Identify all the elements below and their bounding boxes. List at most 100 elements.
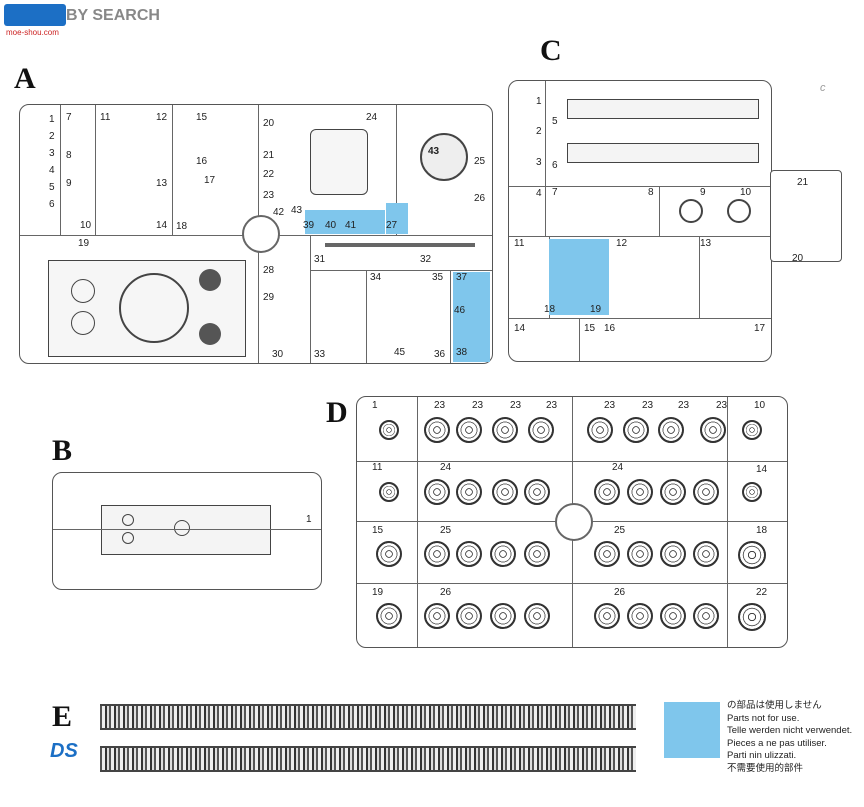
part-number: 46 — [454, 305, 466, 316]
part-number: 1 — [306, 514, 312, 525]
part-number: 26 — [614, 587, 626, 598]
part-number: 43 — [428, 146, 440, 157]
fender-part-5 — [567, 99, 759, 119]
sprue-d-divider — [727, 397, 728, 647]
sprue-c-letter: C — [540, 34, 562, 67]
part-number: 13 — [156, 178, 168, 189]
gun-barrel — [325, 243, 475, 247]
sprocket-wheel — [738, 603, 766, 631]
sprue-a-divider — [172, 105, 173, 235]
sprue-a-divider — [450, 270, 451, 363]
hull-drawing — [48, 260, 246, 357]
sprue-a-divider — [95, 105, 96, 235]
sprue-c-divider — [509, 236, 771, 237]
sprue-a-gate — [242, 215, 280, 253]
part-number: 28 — [263, 265, 275, 276]
part-number: 27 — [386, 220, 398, 231]
part-number: 38 — [456, 347, 468, 358]
part-number: 21 — [797, 177, 809, 188]
road-wheel — [594, 603, 620, 629]
part-number: 14 — [514, 323, 526, 334]
sprocket-wheel — [738, 541, 766, 569]
sprue-d-letter: D — [326, 396, 348, 429]
hull-hatch — [71, 279, 95, 303]
part-number: 45 — [394, 347, 406, 358]
part-number: 25 — [614, 525, 626, 536]
part-number: 7 — [552, 187, 558, 198]
part-number: 16 — [604, 323, 616, 334]
road-wheel — [742, 482, 762, 502]
sprue-c-divider — [659, 186, 660, 236]
road-wheel — [456, 479, 482, 505]
part-number: 23 — [546, 400, 558, 411]
legend-swatch — [664, 702, 720, 758]
part-number: 18 — [176, 221, 188, 232]
unused-part-27 — [386, 203, 408, 234]
fender-part-6 — [567, 143, 759, 163]
sprue-b-letter: B — [52, 434, 73, 467]
road-wheel — [492, 479, 518, 505]
road-wheel — [490, 603, 516, 629]
ds-logo: DS — [50, 740, 78, 762]
part-number: 5 — [552, 116, 558, 127]
turret-roof-part — [420, 133, 468, 181]
sprue-c-divider — [509, 318, 771, 319]
part-number: 14 — [156, 220, 168, 231]
hull-hatch — [71, 311, 95, 335]
road-wheel — [627, 541, 653, 567]
part-number: 23 — [263, 190, 275, 201]
part-number: 15 — [372, 525, 384, 536]
sprue-a-letter: A — [14, 62, 36, 95]
part-number: 9 — [700, 187, 706, 198]
road-wheel — [594, 479, 620, 505]
part-number: 3 — [49, 148, 55, 159]
road-wheel — [660, 479, 686, 505]
part-number: 25 — [440, 525, 452, 536]
legend-line: 不需要使用的部件 — [727, 763, 804, 774]
unused-parts-18-19 — [549, 239, 609, 315]
sprue-b-frame — [52, 472, 322, 590]
part-number: 22 — [756, 587, 768, 598]
part-number: 29 — [263, 292, 275, 303]
c-corner-mark: c — [820, 82, 826, 94]
sprue-c-divider — [699, 236, 700, 318]
legend: の部品は使用しません Parts not for use. Telle werd… — [727, 700, 862, 780]
sprue-a-divider — [366, 270, 367, 363]
part-number: 22 — [263, 169, 275, 180]
engine-fan — [199, 323, 221, 345]
part-number: 10 — [80, 220, 92, 231]
road-wheel — [379, 420, 399, 440]
part-number: 15 — [584, 323, 596, 334]
ring-part-10 — [727, 199, 751, 223]
part-number: 17 — [754, 323, 766, 334]
part-number: 43 — [291, 205, 303, 216]
part-number: 1 — [49, 114, 55, 125]
road-wheel — [492, 417, 518, 443]
sprue-c-divider — [579, 318, 580, 361]
turret-part — [310, 129, 368, 195]
part-number: 12 — [156, 112, 168, 123]
part-number: 6 — [552, 160, 558, 171]
legend-line: Pieces a ne pas utiliser. — [727, 737, 827, 749]
sprue-a-divider — [310, 235, 311, 363]
part-number: 35 — [432, 272, 444, 283]
part-number: 2 — [536, 126, 542, 137]
part-number: 23 — [604, 400, 616, 411]
part-number: 10 — [754, 400, 766, 411]
part-number: 17 — [204, 175, 216, 186]
part-number: 19 — [372, 587, 384, 598]
part-number: 3 — [536, 157, 542, 168]
sprue-c-extension — [770, 170, 842, 262]
road-wheel — [658, 417, 684, 443]
part-number: 5 — [49, 182, 55, 193]
part-number: 1 — [372, 400, 378, 411]
sprue-d-divider — [417, 397, 418, 647]
part-number: 24 — [612, 462, 624, 473]
watermark-site: moe-shou.com — [6, 28, 59, 37]
road-wheel — [660, 541, 686, 567]
road-wheel — [528, 417, 554, 443]
part-number: 6 — [49, 199, 55, 210]
sprue-a-divider — [396, 105, 397, 235]
part-number: 20 — [263, 118, 275, 129]
hull-bottom-hole — [122, 532, 134, 544]
